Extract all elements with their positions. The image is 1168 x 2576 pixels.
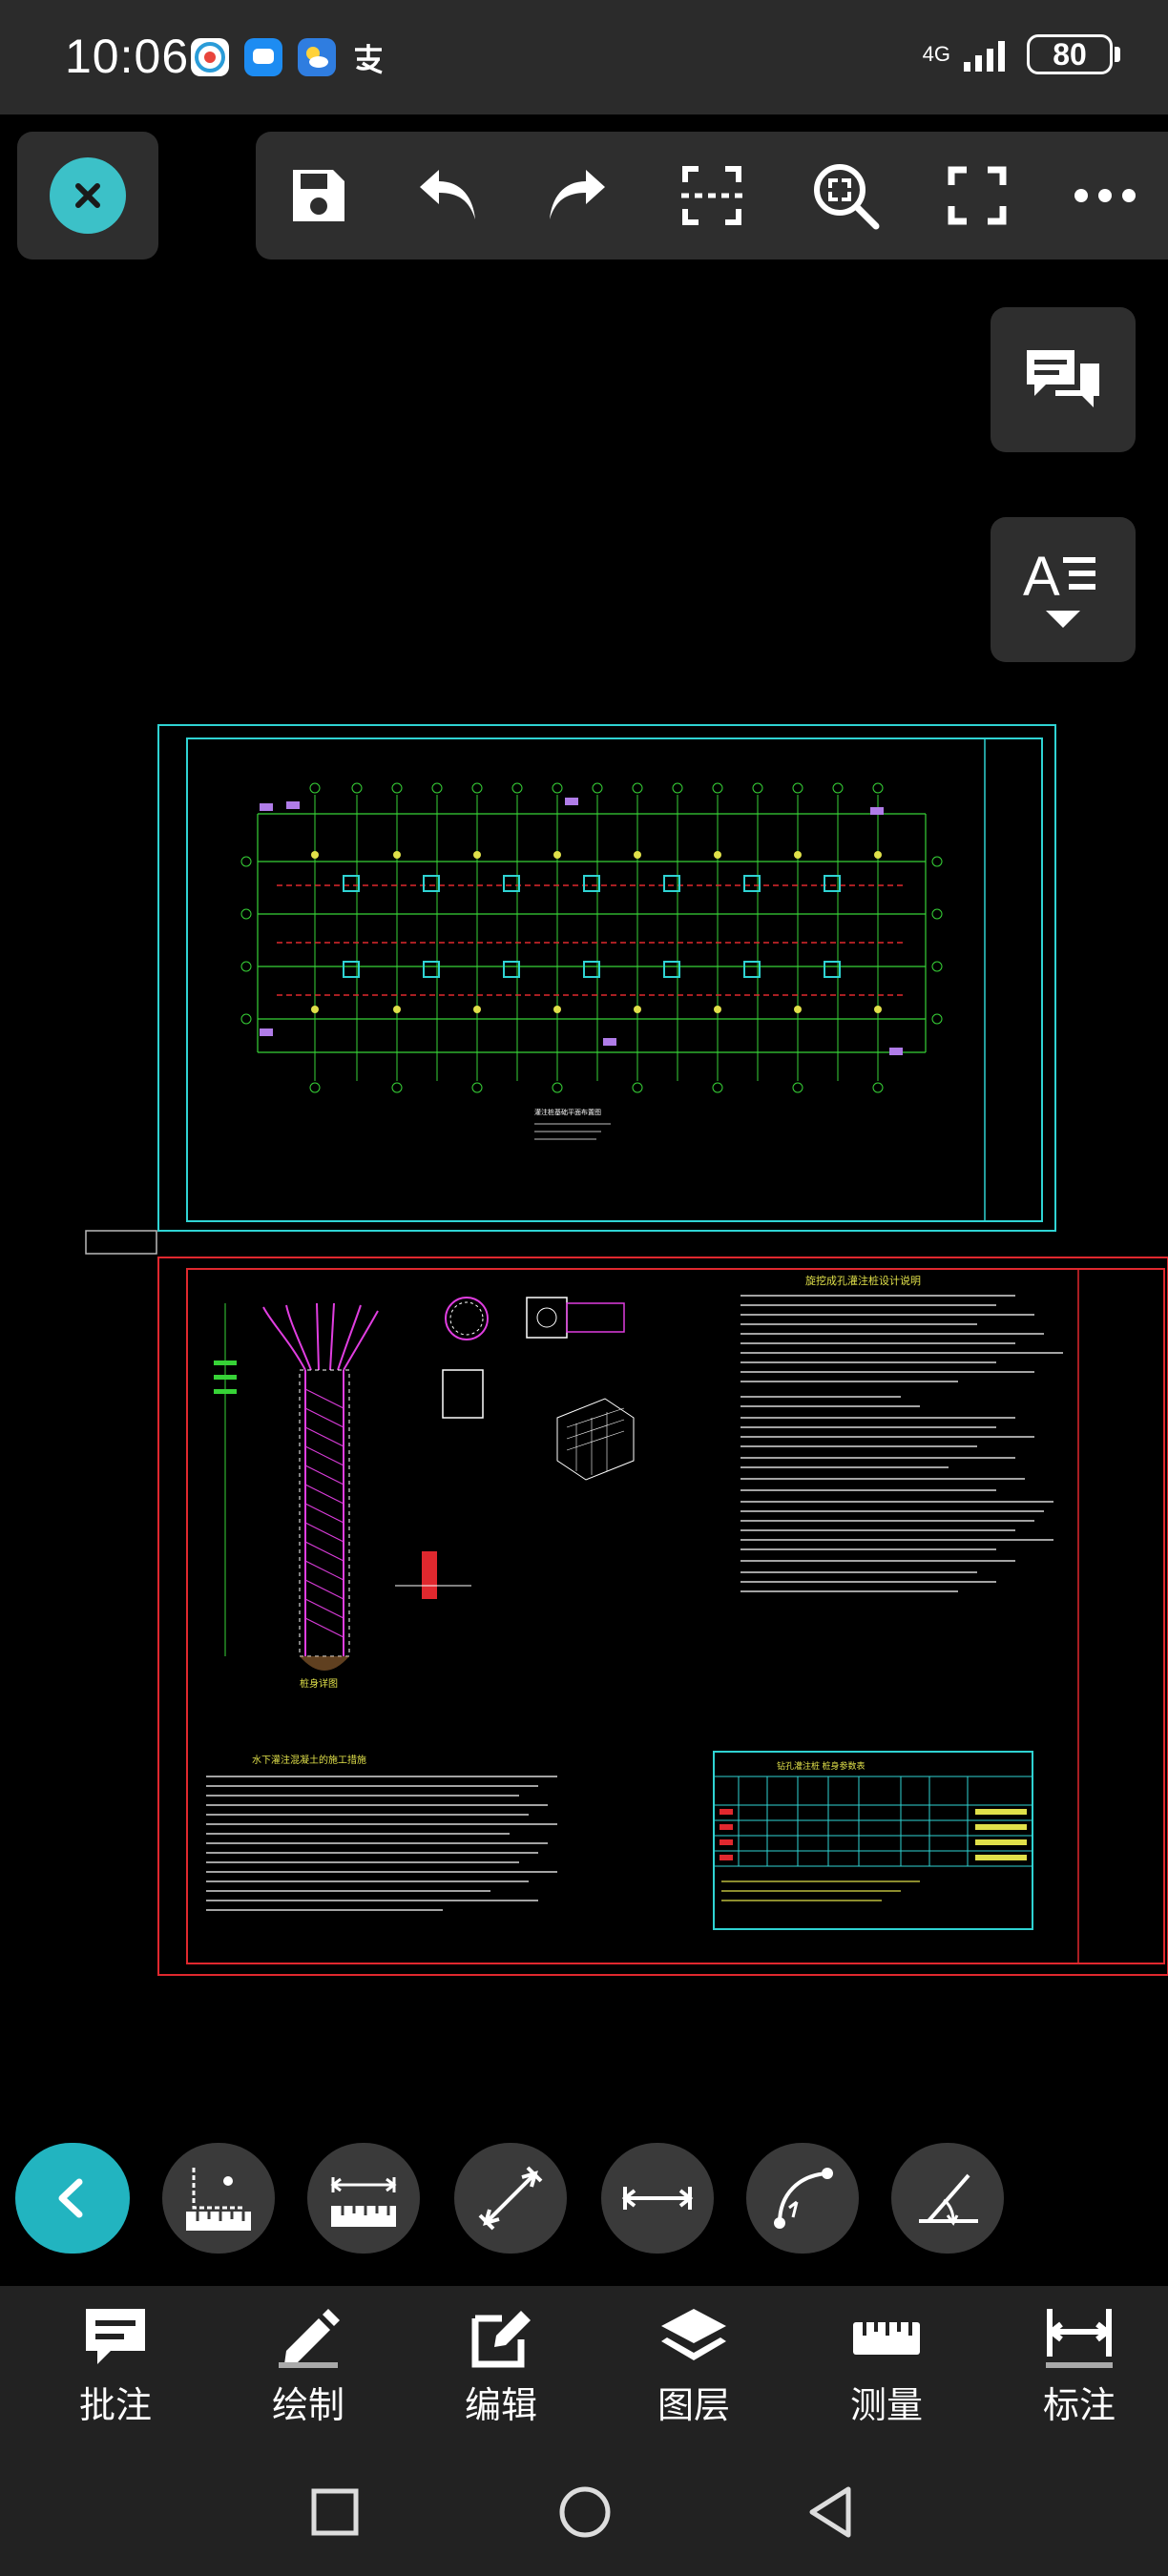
angle-measure-icon xyxy=(919,2173,978,2226)
close-icon xyxy=(50,157,126,234)
angle-measure-button[interactable] xyxy=(891,2143,1004,2254)
pile-detail-drawing[interactable]: 桩身详图 旋挖成孔灌注桩设计说明 水下灌注混凝土的施工措施 钻孔灌注桩 桩身参数… xyxy=(156,1256,1168,1977)
aligned-measure-icon xyxy=(478,2166,543,2231)
linear-measure-button[interactable] xyxy=(601,2143,714,2254)
notes-title: 旋挖成孔灌注桩设计说明 xyxy=(805,1274,921,1287)
drawing-canvas[interactable] xyxy=(0,114,1168,2290)
tab-layers[interactable]: 图层 xyxy=(622,2305,765,2439)
tab-edit[interactable]: 编辑 xyxy=(429,2305,573,2439)
layers-icon xyxy=(661,2309,726,2360)
redo-icon[interactable] xyxy=(538,157,615,234)
distance-measure-button[interactable] xyxy=(307,2143,420,2254)
home-button[interactable] xyxy=(552,2479,618,2545)
tab-dimension[interactable]: 标注 xyxy=(1008,2305,1151,2439)
alipay-app-icon xyxy=(349,38,387,76)
status-bar: 10:06 4G 80 xyxy=(0,0,1168,114)
battery-tip xyxy=(1115,47,1120,62)
arc-measure-icon xyxy=(774,2168,833,2229)
coordinate-measure-icon xyxy=(186,2168,251,2231)
chat-app-icon xyxy=(244,38,282,76)
recent-apps-button[interactable] xyxy=(302,2479,368,2545)
tab-label: 批注 xyxy=(78,2386,152,2426)
notification-app-icon xyxy=(191,38,229,76)
dimension-icon xyxy=(1046,2309,1113,2368)
arc-measure-button[interactable] xyxy=(746,2143,859,2254)
undo-icon[interactable] xyxy=(410,157,487,234)
tab-label: 编辑 xyxy=(464,2386,537,2426)
tab-measure[interactable]: 测量 xyxy=(815,2305,958,2439)
tab-annotate[interactable]: 批注 xyxy=(44,2305,187,2439)
measure-back-button[interactable] xyxy=(15,2143,130,2254)
plan-title: 灌注桩基础平面布置图 xyxy=(534,1108,601,1116)
linear-measure-icon xyxy=(621,2187,694,2210)
back-button[interactable] xyxy=(798,2479,865,2545)
construction-notes-title: 水下灌注混凝土的施工措施 xyxy=(252,1754,366,1766)
back-icon xyxy=(58,2178,83,2218)
top-toolbar xyxy=(256,132,1168,260)
comment-bubbles-icon xyxy=(1027,350,1099,407)
square-icon xyxy=(311,2488,359,2536)
annotate-icon xyxy=(86,2309,145,2364)
battery-indicator: 80 xyxy=(1027,34,1113,74)
coordinate-measure-button[interactable] xyxy=(162,2143,275,2254)
close-button[interactable] xyxy=(17,132,158,260)
pile-detail-label: 桩身详图 xyxy=(300,1677,338,1690)
aligned-measure-button[interactable] xyxy=(454,2143,567,2254)
comments-button[interactable] xyxy=(991,307,1136,452)
tab-label: 测量 xyxy=(849,2386,923,2426)
edit-icon xyxy=(471,2311,531,2368)
network-indicator: 4G xyxy=(922,42,950,66)
network-type: 4G xyxy=(922,42,950,66)
crop-area-icon[interactable] xyxy=(674,157,750,234)
fullscreen-icon[interactable] xyxy=(939,157,1015,234)
zoom-extent-icon[interactable] xyxy=(807,157,884,234)
bottom-tab-bar: 批注 绘制 编辑 图层 测量 标注 xyxy=(0,2286,1168,2448)
tab-label: 绘制 xyxy=(271,2386,344,2426)
triangle-back-icon xyxy=(809,2486,851,2538)
svg-text:A: A xyxy=(1023,546,1060,608)
ruler-icon xyxy=(853,2322,920,2355)
distance-measure-icon xyxy=(330,2177,397,2227)
weather-app-icon xyxy=(298,38,336,76)
status-time: 10:06 xyxy=(65,30,190,83)
save-icon[interactable] xyxy=(281,157,357,234)
tab-label: 标注 xyxy=(1042,2386,1116,2426)
signal-icon xyxy=(964,41,1005,72)
more-icon[interactable] xyxy=(1067,157,1143,234)
status-right-group: 4G 80 xyxy=(923,34,1120,74)
tab-label: 图层 xyxy=(657,2386,730,2426)
system-nav-bar xyxy=(0,2448,1168,2576)
text-style-icon: A xyxy=(1023,546,1095,628)
tab-draw[interactable]: 绘制 xyxy=(237,2305,380,2439)
draw-pen-icon xyxy=(279,2309,340,2368)
foundation-plan-drawing[interactable]: 灌注桩基础平面布置图 xyxy=(153,723,1059,1235)
text-style-button[interactable]: A xyxy=(991,517,1136,662)
circle-icon xyxy=(559,2486,611,2538)
param-table-title: 钻孔灌注桩 桩身参数表 xyxy=(777,1760,866,1771)
drawing-frame-marker xyxy=(85,1230,157,1255)
